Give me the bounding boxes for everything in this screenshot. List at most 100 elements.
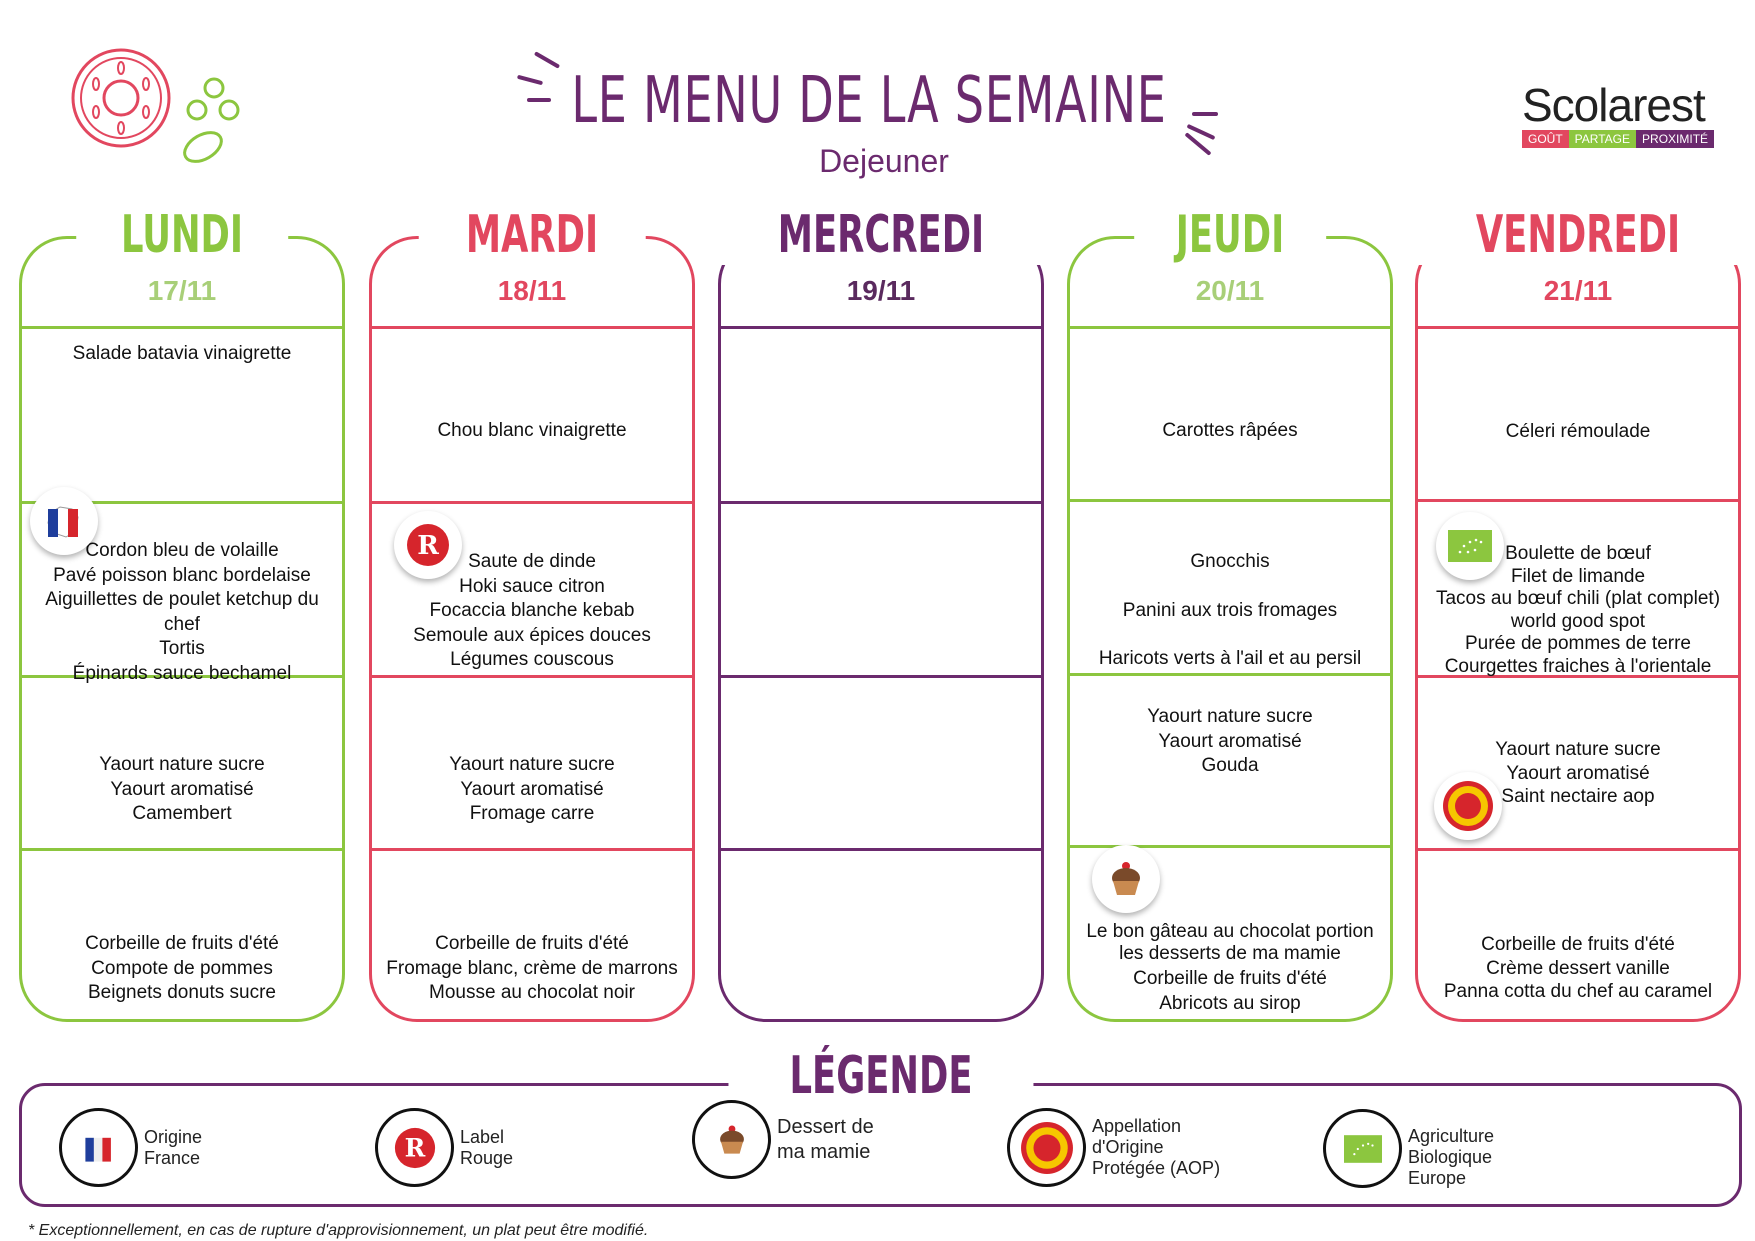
day-name: JEUDI — [1175, 205, 1285, 265]
legend-label: Rouge — [460, 1147, 514, 1168]
menu-item: Panna cotta du chef au caramel — [1443, 981, 1713, 1002]
dessert-cell: Le bon gâteau au chocolat portion les de… — [1070, 921, 1390, 1015]
menu-item: Camembert — [132, 803, 232, 824]
aop-icon — [1020, 1121, 1073, 1174]
menu-item: Le bon gâteau au chocolat portion les de… — [1086, 921, 1374, 964]
label-rouge-icon: R — [394, 1127, 435, 1168]
label-rouge-badge: R — [394, 511, 462, 579]
menu-item: Hoki sauce citron — [459, 575, 605, 597]
legend-title: LÉGENDE — [789, 1046, 972, 1106]
day-date: 21/11 — [1543, 275, 1613, 306]
menu-item: Corbeille de fruits d'été — [1133, 968, 1327, 989]
menu-item: Boulette de bœuf — [1505, 543, 1651, 564]
page-title: LE MENU DE LA SEMAINE — [571, 64, 1167, 138]
entree-cell: Chou blanc vinaigrette — [372, 419, 692, 444]
origine-france-badge — [30, 487, 98, 555]
eu-organic-icon — [1448, 530, 1492, 562]
menu-item: Carottes râpées — [1162, 420, 1298, 441]
menu-item: Courgettes fraiches à l'orientale — [1444, 655, 1712, 677]
menu-item: Saute de dinde — [468, 551, 596, 572]
menu-item: Yaourt aromatisé — [460, 778, 604, 800]
france-icon — [84, 1137, 111, 1162]
eu-organic-icon — [1343, 1134, 1382, 1163]
menu-item: Tortis — [159, 638, 205, 659]
menu-item: Corbeille de fruits d'été — [435, 933, 629, 954]
menu-item: Yaourt nature sucre — [1495, 739, 1661, 760]
brand-tagline-partage: PARTAGE — [1568, 130, 1637, 148]
legend-label: Label — [460, 1126, 505, 1147]
menu-item: Focaccia blanche kebab — [429, 600, 635, 621]
menu-item: Corbeille de fruits d'été — [1481, 934, 1675, 955]
menu-item: Légumes couscous — [450, 649, 614, 670]
day-name: VENDREDI — [1475, 205, 1681, 265]
day-name: MERCREDI — [777, 205, 985, 265]
legend-label: Protégée (AOP) — [1092, 1158, 1221, 1178]
france-icon — [47, 506, 79, 538]
menu-item: Yaourt nature sucre — [99, 754, 265, 775]
menu-item: Semoule aux épices douces — [413, 624, 651, 646]
cupcake-icon — [719, 1125, 744, 1154]
day-date: 20/11 — [1195, 275, 1265, 306]
menu-item: Pavé poisson blanc bordelaise — [53, 564, 311, 586]
menu-item: Yaourt nature sucre — [449, 754, 615, 775]
menu-item: Corbeille de fruits d'été — [85, 933, 279, 954]
legend-label: Agriculture — [1408, 1126, 1495, 1146]
menu-item: Panini aux trois fromages — [1122, 599, 1338, 621]
legend-label: Europe — [1408, 1168, 1467, 1188]
legend-label: France — [144, 1147, 201, 1168]
entree-cell: Salade batavia vinaigrette — [22, 342, 342, 367]
menu-item: Tacos au bœuf chili (plat complet) world… — [1435, 588, 1721, 632]
svg-text:R: R — [417, 531, 439, 561]
menu-item: Aiguillettes de poulet ketchup du chef — [45, 589, 319, 635]
dessert-mamie-badge — [1092, 845, 1160, 913]
scolarest-logo: Scolarest GOÛT PARTAGE PROXIMITÉ — [1522, 80, 1732, 160]
menu-item: Yaourt aromatisé — [1158, 730, 1302, 752]
day-column-vendredi: VENDREDI 21/11 Céleri rémoulade Boulette… — [1411, 205, 1745, 1022]
menu-item: Yaourt nature sucre — [1147, 706, 1313, 727]
entree-cell: Carottes râpées — [1070, 419, 1390, 444]
brand-tagline-proximite: PROXIMITÉ — [1636, 130, 1715, 148]
menu-item: Abricots au sirop — [1159, 993, 1301, 1014]
menu-item: Yaourt aromatisé — [1506, 762, 1650, 784]
day-column-lundi: LUNDI 17/11 Salade batavia vinaigrette C… — [19, 205, 345, 1022]
aop-badge — [1434, 772, 1502, 840]
menu-item: Salade batavia vinaigrette — [72, 343, 292, 364]
menu-item: Épinards sauce bechamel — [72, 662, 292, 684]
menu-item: Saint nectaire aop — [1501, 786, 1655, 807]
menu-item: Compote de pommes — [91, 957, 273, 979]
menu-item: Filet de limande — [1510, 565, 1646, 587]
menu-item: Mousse au chocolat noir — [429, 982, 635, 1003]
svg-text:R: R — [404, 1133, 425, 1162]
entree-cell: Céleri rémoulade — [1418, 420, 1738, 445]
menu-item: Purée de pommes de terre — [1464, 633, 1691, 654]
tomato-logo-icon — [71, 48, 240, 163]
day-date: 19/11 — [846, 275, 916, 306]
label-rouge-icon: R — [407, 524, 449, 566]
aop-icon — [1443, 781, 1493, 831]
brand-tagline-gout: GOÛT — [1522, 130, 1569, 148]
menu-item: Haricots verts à l'ail et au persil — [1098, 648, 1362, 669]
menu-item: Yaourt aromatisé — [110, 778, 254, 800]
menu-item: Cordon bleu de volaille — [85, 540, 279, 561]
legend-label: Biologique — [1408, 1147, 1493, 1167]
menu-item: Fromage carre — [469, 803, 595, 824]
menu-item: Beignets donuts sucre — [87, 982, 276, 1003]
day-column-mardi: MARDI 18/11 Chou blanc vinaigrette Saute… — [369, 205, 695, 1022]
menu-item: Crème dessert vanille — [1486, 957, 1670, 979]
legend-label: Appellation — [1092, 1116, 1182, 1136]
